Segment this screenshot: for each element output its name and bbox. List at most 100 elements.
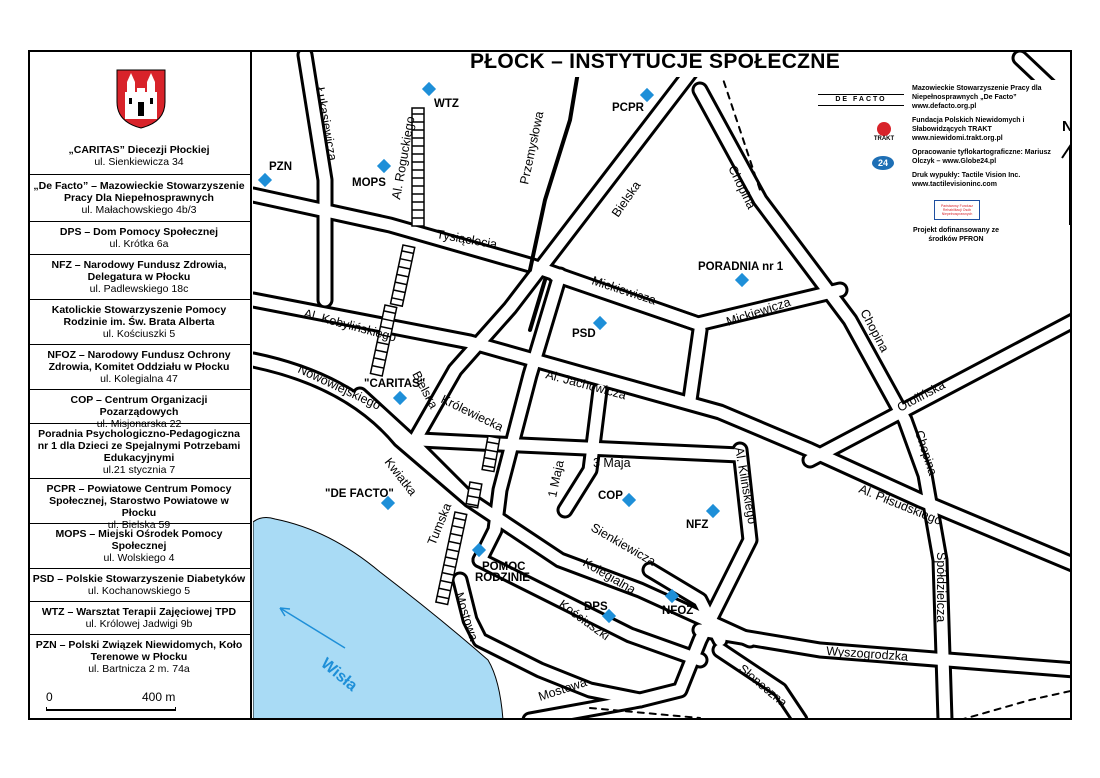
legend-address: ul. Krótka 6a — [109, 238, 169, 250]
legend-name: NFZ – Narodowy Fundusz Zdrowia, Delegatu… — [51, 259, 227, 283]
credit-org2: Fundacja Polskich Niewidomych i Słabowid… — [912, 117, 1025, 133]
legend-name: „CARITAS” Diecezji Płockiej — [68, 144, 210, 156]
legend-address: ul. Bielska 59 — [107, 519, 171, 531]
marker-pomoc-rodzinie[interactable] — [471, 542, 487, 558]
marker-label-mops: MOPS — [352, 177, 386, 189]
legend-address: ul. Królowej Jadwigi 9b — [85, 618, 193, 630]
marker-label-cop: COP — [598, 490, 623, 502]
legend-item-cop: COP – Centrum Organizacji Pozarządowych … — [32, 394, 246, 430]
marker-psd[interactable] — [592, 315, 608, 331]
marker-label-pomoc: POMOC — [482, 561, 525, 573]
defacto-logo: DE FACTO — [818, 94, 904, 106]
credit-print: Druk wypukły: Tactile Vision Inc. — [912, 172, 1021, 179]
marker-label-pcpr: PCPR — [612, 102, 645, 114]
legend-item-mops: MOPS – Miejski Ośrodek Pomocy Społecznej… — [32, 528, 246, 564]
legend-address: ul. Kolegialna 47 — [100, 373, 178, 385]
legend-item-pcpr: PCPR – Powiatowe Centrum Pomocy Społeczn… — [32, 483, 246, 531]
marker-label-pzn: PZN — [269, 161, 292, 173]
marker-nfoz[interactable] — [664, 588, 680, 604]
boundary-dashes — [589, 69, 1071, 719]
street-label: Wyszogrodzka — [826, 644, 909, 664]
globe24-logo: 24 — [872, 156, 894, 170]
legend-name: PCPR – Powiatowe Centrum Pomocy Społeczn… — [46, 483, 232, 519]
legend-name: MOPS – Miejski Ośrodek Pomocy Społecznej — [55, 528, 223, 552]
marker-label-poradnia: PORADNIA nr 1 — [698, 261, 784, 273]
trakt-logo: TRAKT — [872, 122, 896, 152]
legend-name: Poradnia Psychologiczno-Pedagogiczna nr … — [37, 428, 241, 464]
legend-item-poradnia: Poradnia Psychologiczno-Pedagogiczna nr … — [32, 428, 246, 476]
legend-address: ul. Padlewskiego 18c — [89, 283, 189, 295]
marker-label-wtz: WTZ — [434, 98, 459, 110]
marker-defacto[interactable] — [380, 495, 396, 511]
marker-cop[interactable] — [621, 492, 637, 508]
marker-mops[interactable] — [376, 158, 392, 174]
scale-start-label: 0 — [46, 690, 53, 704]
marker-label-caritas: "CARITAS" — [364, 378, 425, 390]
legend-item-dps: DPS – Dom Pomocy Społecznej ul. Krótka 6… — [32, 226, 246, 250]
street-label: Spółdzielcza — [934, 552, 948, 622]
marker-label-dps: DPS — [584, 601, 608, 613]
trakt-logo-text: TRAKT — [873, 136, 895, 142]
marker-label-nfoz: NFOZ — [662, 605, 693, 617]
legend-name: DPS – Dom Pomocy Społecznej — [59, 226, 219, 238]
marker-label-rodzinie: RODZINIE — [475, 572, 530, 584]
legend-item-wtz: WTZ – Warsztat Terapii Zajęciowej TPD ul… — [32, 606, 246, 630]
legend-item-pzn: PZN – Polski Związek Niewidomych, Koło T… — [32, 639, 246, 675]
legend-name: WTZ – Warsztat Terapii Zajęciowej TPD — [41, 606, 237, 618]
legend-address: ul. Kochanowskiego 5 — [87, 585, 191, 597]
legend-item-brat-alberta: Katolickie Stowarzyszenie Pomocy Rodzini… — [32, 304, 246, 340]
credit-url2[interactable]: www.niewidomi.trakt.org.pl — [912, 135, 1003, 142]
credit-design: Opracowanie tyflokartograficzne: Mariusz… — [912, 149, 1051, 165]
legend-name: PZN – Polski Związek Niewidomych, Koło T… — [35, 639, 243, 663]
institution-markers[interactable] — [257, 81, 750, 624]
credit-funding: Projekt dofinansowany ze środków PFRON — [913, 227, 999, 243]
legend-item-defacto: „De Facto” – Mazowieckie Stowarzyszenie … — [32, 180, 246, 216]
marker-poradnia[interactable] — [734, 272, 750, 288]
marker-dps[interactable] — [601, 608, 617, 624]
legend-name: PSD – Polskie Stowarzyszenie Diabetyków — [32, 573, 246, 585]
pfron-logo: Państwowy Fundusz Rehabilitacji Osób Nie… — [934, 200, 980, 220]
legend-item-nfoz: NFOZ – Narodowy Fundusz Ochrony Zdrowia,… — [32, 349, 246, 385]
marker-pcpr[interactable] — [639, 87, 655, 103]
legend-address: ul. Kościuszki 5 — [102, 328, 176, 340]
marker-nfz[interactable] — [705, 503, 721, 519]
legend-item-caritas: „CARITAS” Diecezji Płockiej ul. Sienkiew… — [32, 144, 246, 168]
legend-item-psd: PSD – Polskie Stowarzyszenie Diabetyków … — [32, 573, 246, 597]
marker-label-psd: PSD — [572, 328, 596, 340]
marker-label-nfz: NFZ — [686, 519, 708, 531]
legend-name: COP – Centrum Organizacji Pozarządowych — [70, 394, 208, 418]
vistula-river — [253, 517, 504, 719]
marker-wtz[interactable] — [421, 81, 437, 97]
legend-address: ul. Wolskiego 4 — [103, 552, 175, 564]
minor-streets — [528, 58, 582, 332]
legend-panel: „CARITAS” Diecezji Płockiej ul. Sienkiew… — [28, 50, 252, 720]
north-label: N — [1062, 118, 1073, 135]
legend-address: ul. Małachowskiego 4b/3 — [81, 204, 197, 216]
credits-block: Mazowieckie Stowarzyszenie Pracy dla Nie… — [912, 84, 1070, 194]
credit-url1[interactable]: www.defacto.org.pl — [912, 103, 977, 110]
scale-end-label: 400 m — [142, 690, 176, 704]
legend-item-nfz: NFZ – Narodowy Fundusz Zdrowia, Delegatu… — [32, 259, 246, 295]
river-arrow-icon — [279, 607, 346, 649]
marker-caritas[interactable] — [392, 390, 408, 406]
legend-address: ul.21 stycznia 7 — [102, 464, 176, 476]
credit-url3[interactable]: www.tactilevisioninc.com — [912, 181, 997, 188]
city-map[interactable]: Łukasiewicza Al. Roguckiego Przemysłowa … — [252, 50, 1072, 720]
map-title: PŁOCK – INSTYTUCJE SPOŁECZNE — [469, 50, 841, 73]
legend-address: ul. Misjonarska 22 — [96, 418, 182, 430]
legend-address: ul. Sienkiewicza 34 — [94, 156, 184, 168]
scale-bar: 0 400 m — [46, 690, 226, 716]
scale-line — [46, 707, 176, 711]
legend-name: Katolickie Stowarzyszenie Pomocy Rodzini… — [51, 304, 227, 328]
marker-pzn[interactable] — [257, 172, 273, 188]
legend-address: ul. Bartnicza 2 m. 74a — [88, 663, 190, 675]
map-frame — [28, 50, 1072, 720]
stairs-ladders — [369, 107, 501, 606]
credit-org1: Mazowieckie Stowarzyszenie Pracy dla Nie… — [912, 85, 1042, 101]
marker-label-defacto: "DE FACTO" — [325, 488, 394, 500]
street-label: 3 Maja — [593, 456, 631, 470]
marker-labels: WTZ PCPR PZN MOPS PORADNIA nr 1 PSD "CAR… — [269, 98, 784, 617]
city-crest-icon — [116, 69, 166, 129]
legend-name: „De Facto” – Mazowieckie Stowarzyszenie … — [33, 180, 245, 204]
legend-name: NFOZ – Narodowy Fundusz Ochrony Zdrowia,… — [47, 349, 231, 373]
